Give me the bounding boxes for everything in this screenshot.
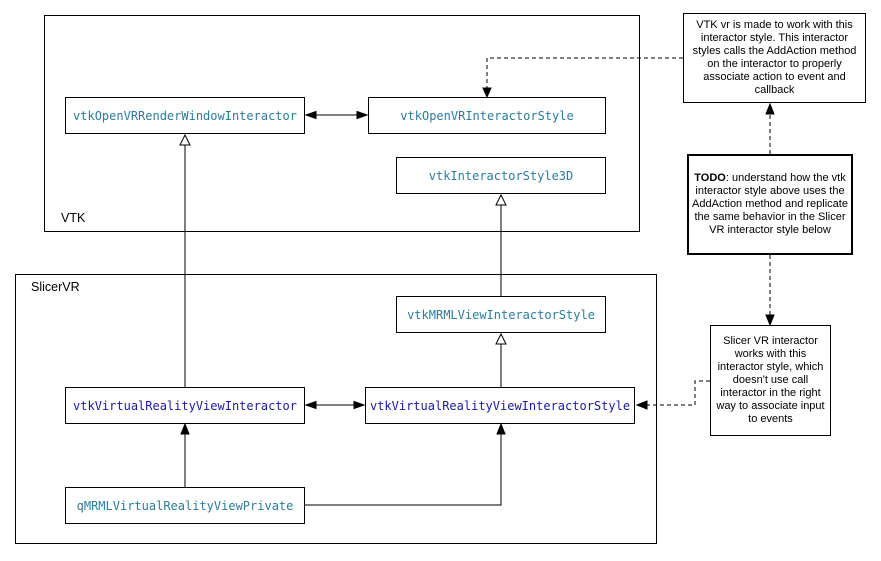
note-todo-label: TODO <box>694 172 726 184</box>
note-todo: TODO: understand how the vtk interactor … <box>687 154 853 255</box>
dashed-arrow-todo-to-vtknote <box>765 102 775 154</box>
node-label: qMRMLVirtualRealityViewPrivate <box>76 498 294 513</box>
node-vtkopenvrinteractorstyle: vtkOpenVRInteractorStyle <box>368 97 606 134</box>
dashed-arrow-todo-to-slicernote <box>765 255 775 327</box>
node-label: vtkVirtualRealityViewInteractor <box>73 398 297 413</box>
node-vtkopenvrrenderwindowinteractor: vtkOpenVRRenderWindowInteractor <box>65 97 305 134</box>
note-slicer-vr-interactor: Slicer VR interactor works with this int… <box>710 325 831 436</box>
group-vtk: VTK <box>44 15 640 232</box>
node-label: vtkOpenVRInteractorStyle <box>400 108 574 123</box>
node-label: vtkMRMLViewInteractorStyle <box>407 307 595 322</box>
group-vtk-label: VTK <box>61 211 86 225</box>
note-text: TODO: understand how the vtk interactor … <box>692 172 848 237</box>
node-label: vtkOpenVRRenderWindowInteractor <box>73 108 297 123</box>
node-vtkvirtualrealityviewinteractor: vtkVirtualRealityViewInteractor <box>65 387 305 424</box>
node-vtkinteractorstyle3d: vtkInteractorStyle3D <box>396 157 606 194</box>
node-vtkvirtualrealityviewinteractorstyle: vtkVirtualRealityViewInteractorStyle <box>365 387 635 424</box>
node-label: vtkVirtualRealityViewInteractorStyle <box>369 398 631 413</box>
group-slicervr: SlicerVR <box>15 274 657 544</box>
note-todo-body: : understand how the vtk interactor styl… <box>692 172 848 236</box>
node-label: vtkInteractorStyle3D <box>428 168 574 183</box>
note-text: VTK vr is made to work with this interac… <box>692 19 857 96</box>
note-vtk-interactor-style: VTK vr is made to work with this interac… <box>683 13 866 103</box>
node-vtkmrmlviewinteractorstyle: vtkMRMLViewInteractorStyle <box>396 296 606 333</box>
note-text: Slicer VR interactor works with this int… <box>716 335 825 425</box>
node-qmrmlvirtualrealityviewprivate: qMRMLVirtualRealityViewPrivate <box>65 487 305 524</box>
group-slicervr-label: SlicerVR <box>31 280 80 294</box>
